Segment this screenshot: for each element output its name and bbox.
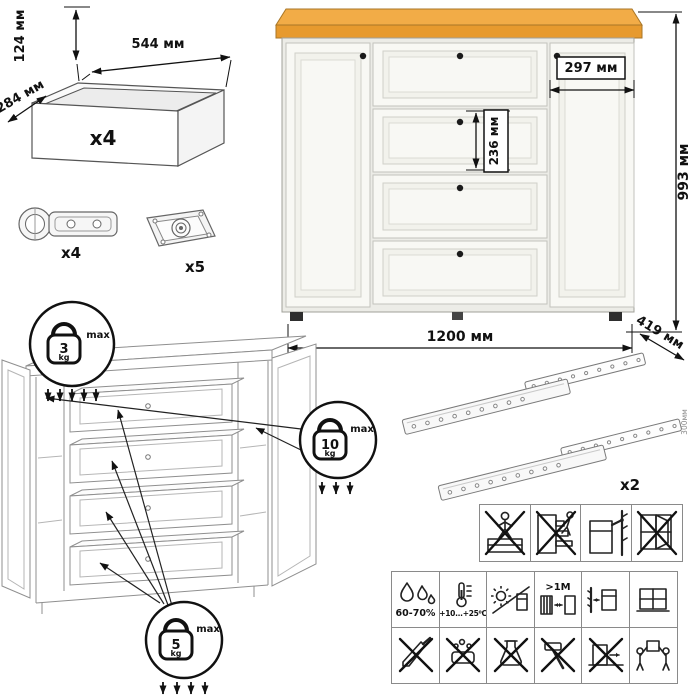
shelf-load-pointers	[45, 395, 302, 451]
drawer-1	[372, 42, 548, 107]
overall-height-label: 993 мм	[676, 144, 692, 201]
load-drawer-max: max	[196, 624, 220, 635]
heat-distance-label: >1M	[545, 582, 571, 593]
overall-width-label: 1200 мм	[427, 329, 494, 345]
mounting-plate-icon: x5	[146, 209, 216, 276]
open-left-door	[1, 359, 31, 599]
load-limit-shelf-badge: 10 kg max	[298, 400, 378, 495]
care-row-2	[391, 626, 678, 684]
slides-count-label: x2	[620, 476, 640, 494]
carry-with-two-icon	[628, 626, 678, 684]
drawer-height-label: 236 мм	[487, 117, 501, 166]
dresser-body	[275, 8, 643, 321]
right-door	[549, 42, 635, 308]
open-right-door	[271, 343, 317, 587]
dim-drawer-height: 236 мм	[466, 109, 510, 173]
wood-top-edge	[275, 24, 643, 39]
no-standing-icon	[479, 504, 531, 562]
secure-to-wall-icon	[580, 504, 632, 562]
foot-right	[609, 312, 622, 321]
temperature-label: +10...+25⁰С	[439, 608, 487, 618]
load-top-value: 3	[59, 342, 68, 357]
drawer-2	[372, 108, 548, 173]
load-shelf-arrows	[318, 482, 354, 495]
humidity-label: 60-70%	[395, 607, 436, 619]
window-icon	[628, 571, 678, 628]
drawer-box-width-label: 544 мм	[132, 37, 185, 52]
slide-rail-2	[435, 418, 685, 502]
open-drawer-2	[69, 428, 245, 484]
load-shelf-value: 10	[321, 438, 339, 453]
drawer-box-height-label: 124 мм	[13, 10, 28, 63]
load-drawer-arrows	[159, 682, 209, 695]
dim-overall-height: 993 мм	[626, 11, 692, 333]
dim-door-width: 297 мм	[549, 56, 635, 98]
no-impact-icon	[533, 626, 583, 684]
open-cabinet-sketch	[1, 335, 317, 614]
drawer-4-knob	[456, 250, 464, 258]
drawer-1-knob	[456, 52, 464, 60]
no-abrasive-cleaner-icon	[438, 626, 488, 684]
drawer-4	[372, 240, 548, 305]
humidity-icon: 60-70%	[391, 571, 440, 628]
drawer-load-pointers	[99, 409, 173, 607]
overall-depth-label: 419 мм	[633, 313, 686, 353]
no-sharp-objects-icon	[391, 626, 440, 684]
load-top-max: max	[86, 330, 110, 341]
load-top-unit: kg	[58, 353, 69, 362]
dresser-drawing: 297 мм 236 мм 993 мм 1200 мм 419 мм	[275, 8, 692, 361]
left-door	[285, 42, 371, 308]
drawer-box-count: x4	[90, 126, 117, 150]
dim-drawer-box-height: 124 мм	[13, 6, 90, 82]
wood-top-surface	[275, 8, 643, 26]
open-drawer-1	[69, 377, 245, 433]
left-door-knob	[359, 52, 367, 60]
drawer-3	[372, 174, 548, 239]
plate-count-label: x5	[185, 258, 205, 276]
wall-gap-icon	[581, 571, 630, 628]
drawer-2-knob	[456, 118, 464, 126]
drawer-box-sketch: x4	[31, 82, 225, 167]
no-climbing-icon	[529, 504, 582, 562]
load-limits-drawing: 3 kg max 10 kg max	[1, 300, 378, 695]
door-width-label: 297 мм	[565, 61, 618, 76]
dim-drawer-box-width: 544 мм	[81, 37, 232, 88]
drawer-slides-drawing: x2 300мм	[399, 352, 689, 502]
load-limit-top-badge: 3 kg max	[28, 300, 116, 402]
slide-rail-1	[399, 352, 649, 436]
load-shelf-max: max	[350, 424, 374, 435]
foot-left	[290, 312, 303, 321]
load-top-arrows	[44, 389, 100, 402]
slides-length-label: 300мм	[680, 409, 689, 435]
no-open-window-icon	[630, 504, 683, 562]
care-row-1: 60-70% +10...+25⁰С	[391, 571, 678, 628]
temperature-icon: +10...+25⁰С	[438, 571, 488, 628]
load-limit-drawer-badge: 5 kg max	[144, 600, 224, 695]
heat-distance-icon: >1M	[533, 571, 583, 628]
open-drawer-3	[69, 479, 245, 535]
load-drawer-value: 5	[171, 638, 180, 653]
hardware-drawing: x4 x5	[18, 207, 216, 276]
safety-warning-icons	[479, 504, 683, 562]
no-direct-sunlight-icon	[486, 571, 535, 628]
care-instruction-icons: 60-70% +10...+25⁰С	[391, 571, 678, 684]
drawer-3-knob	[456, 184, 464, 192]
no-solvents-icon	[486, 626, 535, 684]
load-shelf-unit: kg	[324, 449, 335, 458]
hinge-count-label: x4	[61, 244, 81, 262]
drawer-box-drawing: x4 124 мм 544 мм 284 мм	[0, 6, 232, 167]
hinge-icon: x4	[18, 207, 118, 262]
load-drawer-unit: kg	[170, 649, 181, 658]
no-dragging-icon	[581, 626, 630, 684]
foot-middle	[452, 312, 463, 320]
